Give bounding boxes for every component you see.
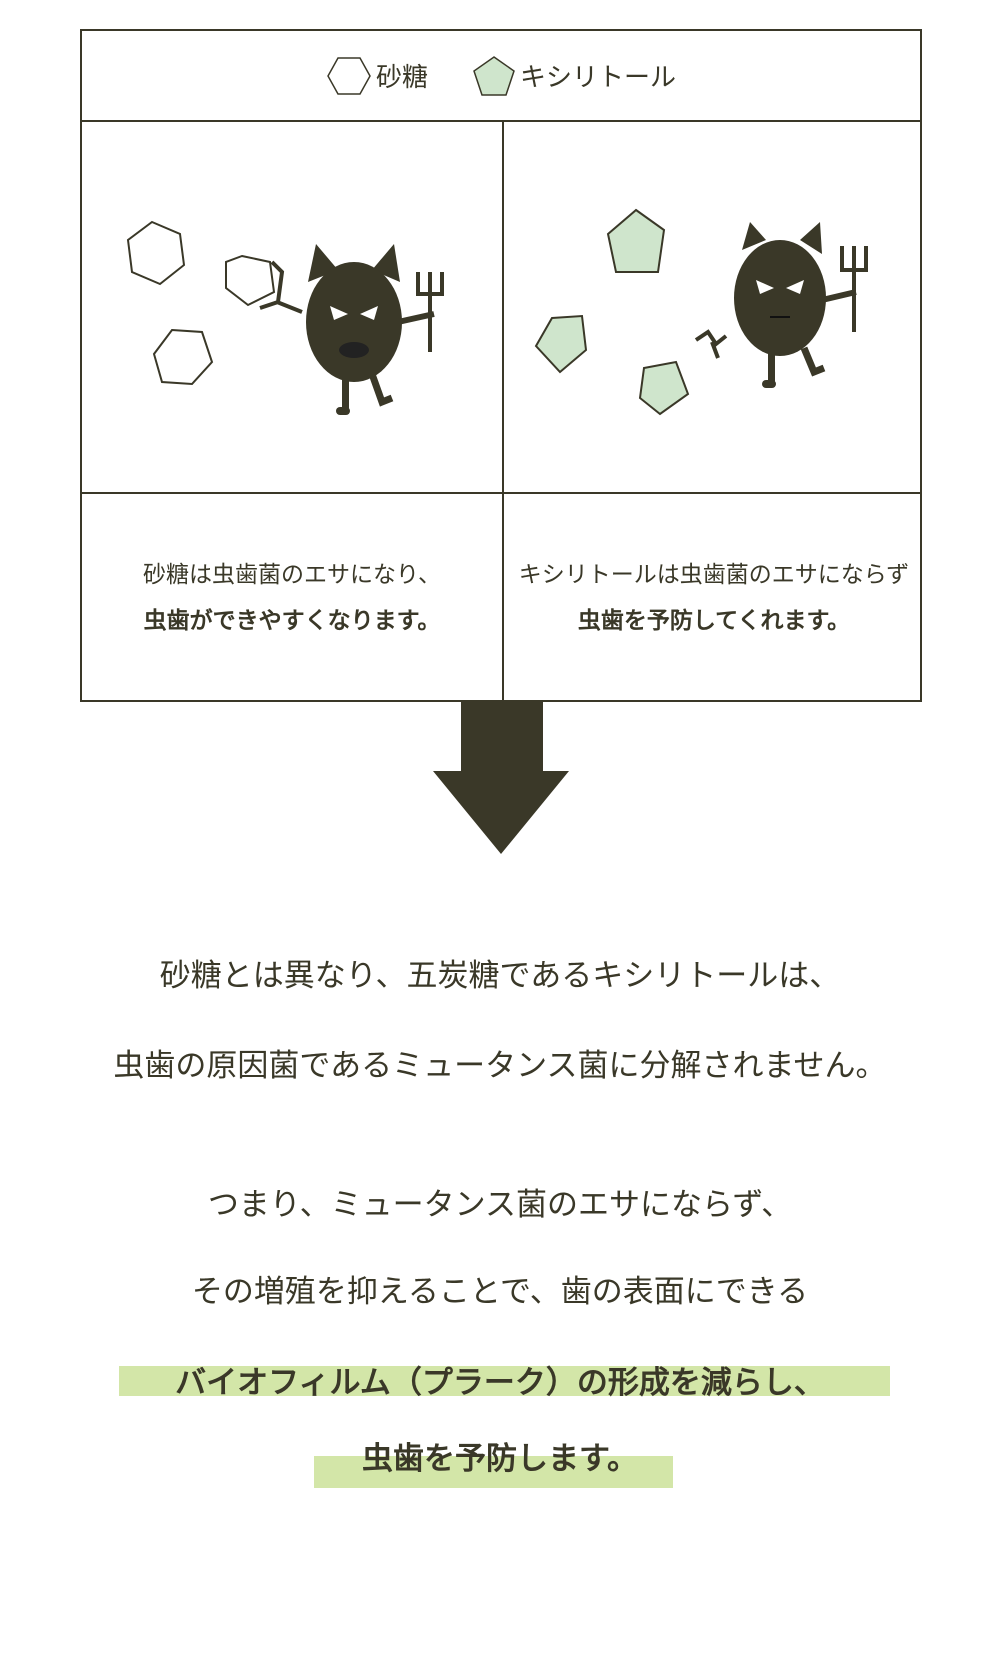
- divider: [82, 492, 920, 494]
- body-text: 虫歯の原因菌であるミュータンス菌に分解されません。: [113, 1048, 887, 1084]
- germ-devil: [734, 222, 868, 388]
- highlight: [119, 1366, 890, 1396]
- body-text: 砂糖とは異なり、五炭糖であるキシリトールは、: [159, 958, 841, 994]
- legend: 砂糖 キシリトール: [82, 31, 920, 122]
- sugar-hexagon: [152, 328, 214, 386]
- xylitol-pentagon: [638, 360, 690, 416]
- pentagon-icon: [473, 55, 515, 96]
- body-text: つまり、ミュータンス菌のエサにならず、: [207, 1187, 793, 1223]
- sugar-caption: 砂糖は虫歯菌のエサになり、 虫歯ができやすくなります。: [82, 494, 502, 702]
- sugar-illustration: [126, 220, 444, 415]
- caption-line: キシリトールは虫歯菌のエサにならず: [518, 562, 910, 588]
- xylitol-pentagon: [534, 314, 588, 374]
- highlight: [314, 1456, 673, 1488]
- caption-emphasis: 虫歯ができやすくなります。: [143, 608, 441, 634]
- down-arrow-icon: [433, 702, 569, 854]
- sugar-hexagon: [126, 220, 186, 286]
- xylitol-pentagon: [606, 208, 666, 273]
- xylitol-caption: キシリトールは虫歯菌のエサにならず 虫歯を予防してくれます。: [504, 494, 924, 702]
- legend-xylitol-label: キシリトール: [520, 63, 677, 93]
- comparison-table: 砂糖 キシリトール: [80, 29, 922, 702]
- legend-sugar-label: 砂糖: [375, 63, 428, 93]
- caption-line: 砂糖は虫歯菌のエサになり、: [142, 562, 442, 588]
- legend-xylitol: キシリトール: [472, 55, 676, 97]
- sugar-hexagon: [225, 254, 276, 307]
- xylitol-illustration: [534, 208, 868, 416]
- body-text-emphasis: 虫歯を予防します。: [362, 1441, 638, 1477]
- body-text-emphasis: バイオフィルム（プラーク）の形成を減らし、: [175, 1365, 825, 1401]
- caption-emphasis: 虫歯を予防してくれます。: [577, 608, 851, 634]
- divider: [502, 120, 504, 702]
- germ-devil: [306, 244, 444, 415]
- legend-sugar: 砂糖: [326, 56, 428, 96]
- hexagon-icon: [327, 56, 371, 95]
- body-text: その増殖を抑えることで、歯の表面にできる: [191, 1274, 809, 1310]
